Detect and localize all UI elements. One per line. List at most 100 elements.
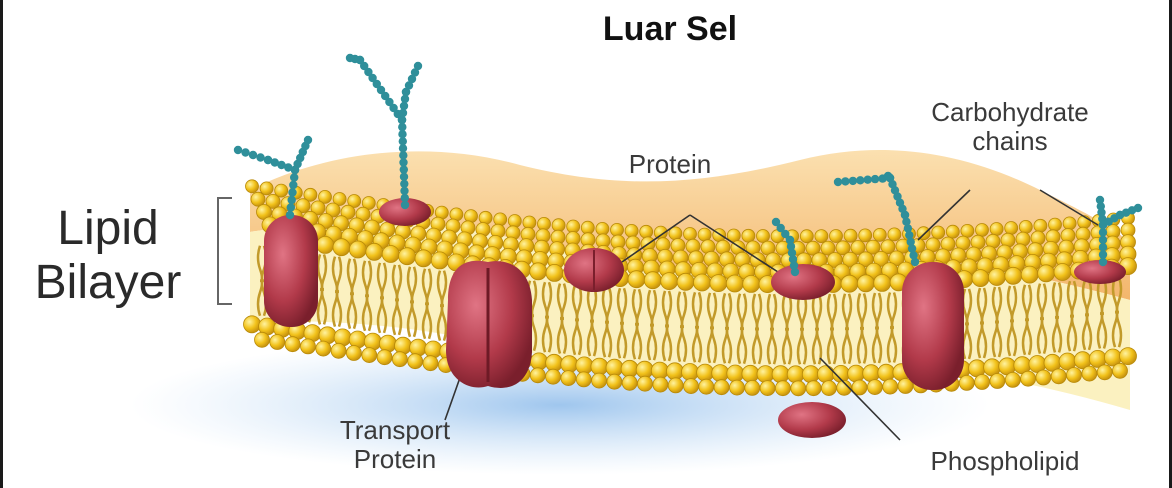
phospholipid-head — [596, 222, 609, 235]
carbohydrate-bead — [288, 196, 296, 204]
phospholipid-head — [863, 365, 880, 382]
membrane-protein-right — [902, 262, 964, 390]
phospholipid-head — [730, 380, 745, 395]
phospholipid-head — [932, 226, 945, 239]
phospholipid-head — [346, 346, 361, 361]
carbohydrate-bead — [871, 175, 879, 183]
carbohydrate-bead — [1099, 243, 1107, 251]
phospholipid-head — [494, 213, 507, 226]
bottom-peripheral-protein — [778, 402, 846, 438]
lipid-bilayer-label: Lipid Bilayer — [8, 202, 208, 310]
phospholipid-head — [244, 316, 261, 333]
phospholipid-head — [742, 229, 755, 242]
phospholipid-head — [844, 229, 857, 242]
carbohydrate-chains-label: Carbohydrate chains — [888, 98, 1132, 156]
phospholipid-head — [714, 380, 729, 395]
phospholipid-head — [592, 373, 607, 388]
phospholipid-head — [668, 378, 683, 393]
transport-protein — [446, 261, 532, 388]
phospholipid-head — [694, 274, 711, 291]
carbohydrate-bead — [256, 153, 264, 161]
phospholipid-head — [775, 381, 790, 396]
phospholipid-head — [1021, 266, 1038, 283]
phospholipid-head — [1038, 265, 1055, 282]
phospholipid-head — [760, 381, 775, 396]
carbohydrate-bead — [1099, 258, 1107, 266]
carbohydrate-bead — [346, 54, 354, 62]
phospholipid-head — [1054, 264, 1071, 281]
phospholipid-head — [874, 274, 891, 291]
phospholipid-head — [301, 339, 316, 354]
phospholipid-head — [479, 211, 492, 224]
phospholipid-head — [666, 363, 683, 380]
phospholipid-head — [830, 230, 843, 243]
phospholipid-head — [975, 375, 990, 390]
phospholipid-head — [1005, 267, 1022, 284]
phospholipid-label: Phospholipid — [890, 447, 1120, 476]
phospholipid-head — [316, 341, 331, 356]
transport-protein-label: Transport Protein — [300, 416, 490, 474]
diagram-title: Luar Sel — [520, 10, 820, 48]
phospholipid-head — [1034, 219, 1047, 232]
peripheral-protein-left — [564, 248, 624, 292]
phospholipid-head — [802, 366, 819, 383]
phospholipid-head — [611, 223, 624, 236]
phospholipid-head — [651, 362, 668, 379]
phospholipid-head — [772, 366, 789, 383]
phospholipid-head — [576, 372, 591, 387]
phospholipid-head — [423, 356, 438, 371]
phospholipid-head — [1005, 372, 1020, 387]
phospholipid-head — [988, 269, 1005, 286]
phospholipid-head — [379, 335, 396, 352]
phospholipid-head — [1051, 369, 1066, 384]
phospholipid-head — [821, 381, 836, 396]
phospholipid-head — [625, 224, 638, 237]
phospholipid-head — [260, 182, 273, 195]
phospholipid-head — [710, 275, 727, 292]
phospholipid-head — [415, 250, 432, 267]
lipid-bilayer-line2: Bilayer — [8, 256, 208, 310]
carbohydrate-bead — [1096, 196, 1104, 204]
phospholipid-head — [959, 375, 974, 390]
phospholipid-head — [990, 374, 1005, 389]
phospholipid-head — [873, 228, 886, 241]
phospholipid-head — [990, 223, 1003, 236]
carbohydrate-bead — [288, 188, 296, 196]
phospholipid-head — [581, 221, 594, 234]
phospholipid-head — [841, 275, 858, 292]
phospholipid-head — [878, 364, 895, 381]
phospholipid-head — [362, 348, 377, 363]
phospholipid-head — [531, 353, 548, 370]
phospholipid-head — [976, 224, 989, 237]
phospholipid-head — [742, 365, 759, 382]
phospholipid-head — [331, 343, 346, 358]
phospholipid-head — [567, 220, 580, 233]
phospholipid-head — [607, 374, 622, 389]
phospholipid-head — [628, 271, 645, 288]
carbohydrate-bead — [856, 176, 864, 184]
peripheral-protein-right — [771, 264, 835, 300]
phospholipid-head — [917, 227, 930, 240]
phospholipid-head — [530, 368, 545, 383]
phospholipid-head — [606, 359, 623, 376]
phospholipid-head — [408, 354, 423, 369]
phospholipid-head — [946, 225, 959, 238]
phospholipid-head — [1067, 368, 1082, 383]
lipid-bilayer-bracket — [218, 198, 232, 304]
phospholipid-head — [538, 217, 551, 230]
phospholipid-head — [697, 364, 714, 381]
phospholipid-head — [757, 230, 770, 243]
phospholipid-head — [546, 264, 563, 281]
phospholipid-head — [1082, 366, 1097, 381]
phospholipid-head — [317, 236, 334, 253]
phospholipid-head — [644, 272, 661, 289]
carbohydrate-bead — [1134, 204, 1142, 212]
phospholipid-head — [366, 243, 383, 260]
phospholipid-head — [1097, 365, 1112, 380]
phospholipid-head — [699, 379, 714, 394]
phospholipid-head — [684, 228, 697, 241]
phospholipid-head — [638, 376, 653, 391]
phospholipid-head — [867, 380, 882, 395]
carbohydrate-bead — [1099, 228, 1107, 236]
phospholipid-head — [757, 366, 774, 383]
